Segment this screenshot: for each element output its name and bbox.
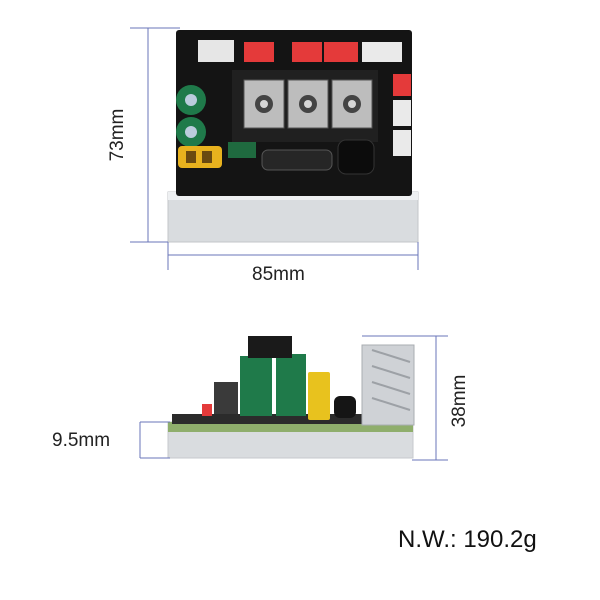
capacitor-side (240, 356, 272, 416)
connector-white (362, 42, 402, 62)
film-capacitor (308, 372, 330, 420)
dimension-lines (130, 27, 448, 461)
heatsink-fins (361, 344, 415, 426)
dimension-side-thickness-label: 9.5mm (52, 430, 111, 451)
aluminum-heatsink-top (167, 191, 419, 243)
capacitor-side (276, 354, 306, 416)
connector-white (198, 40, 234, 62)
dimension-top-height-label: 73mm (107, 108, 128, 162)
connector-red (292, 42, 322, 62)
dimension-top-width-label: 85mm (252, 264, 305, 285)
xt-connector-yellow (178, 146, 222, 168)
dimension-side-height-label: 38mm (449, 374, 470, 428)
connector-red (244, 42, 274, 62)
connector-red (324, 42, 358, 62)
net-weight-label: N.W.: 190.2g (398, 526, 537, 553)
